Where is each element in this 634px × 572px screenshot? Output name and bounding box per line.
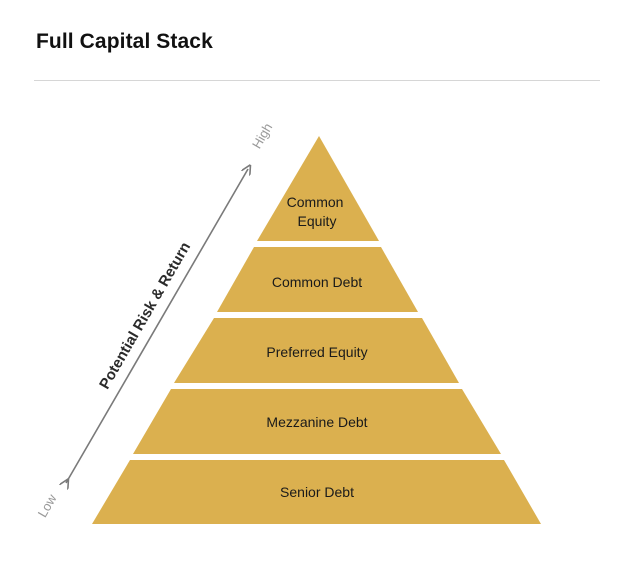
tier-label-senior-debt: Senior Debt — [280, 484, 354, 500]
tier-label-mezzanine-debt: Mezzanine Debt — [266, 414, 367, 430]
tier-label-line: Common — [287, 194, 344, 210]
axis-label: Potential Risk & Return — [96, 239, 194, 392]
tier-label-common-equity: Common Equity — [287, 194, 348, 229]
tier-label-line: Equity — [298, 213, 337, 229]
tier-shape-common-debt — [217, 247, 418, 312]
axis-high-label: High — [249, 120, 275, 151]
tier-label-preferred-equity: Preferred Equity — [266, 344, 367, 360]
risk-return-arrow — [66, 169, 248, 483]
axis-low-label: Low — [35, 491, 60, 520]
page-title: Full Capital Stack — [36, 30, 213, 53]
title-divider — [34, 80, 600, 81]
tier-shape-common-equity — [257, 136, 379, 241]
tier-label-common-debt: Common Debt — [272, 274, 362, 290]
